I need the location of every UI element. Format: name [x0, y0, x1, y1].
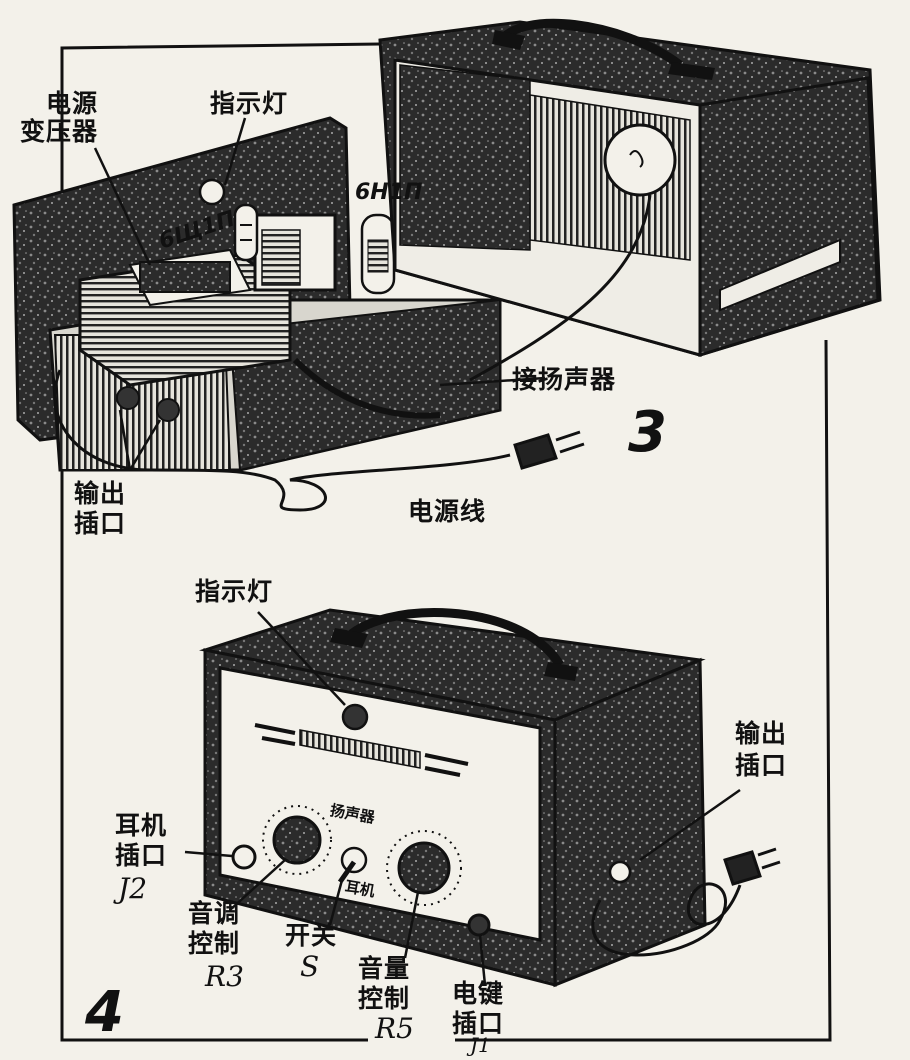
- label-key-jack-line1: 电键: [452, 979, 505, 1008]
- label-output-jack-3-line2: 插口: [74, 509, 127, 538]
- label-volume-control-line2: 控制: [358, 984, 411, 1013]
- label-power-cord: 电源线: [408, 497, 487, 526]
- label-output-jack-4-line2: 插口: [735, 751, 788, 780]
- symbol-s: S: [300, 950, 320, 983]
- tube-left: [233, 203, 259, 262]
- symbol-r3: R3: [205, 960, 244, 993]
- label-indicator-lamp-3: 指示灯: [210, 89, 289, 118]
- label-tube-right: 6Н1П: [355, 180, 423, 205]
- label-output-jack-4-line1: 输出: [735, 719, 788, 748]
- figure-3-cabinet: [378, 18, 882, 382]
- power-transformer: [78, 248, 292, 387]
- speaker-cone: [603, 123, 677, 197]
- symbol-r5: R5: [375, 1012, 414, 1045]
- label-tone-control-line1: 音调: [188, 899, 241, 928]
- output-jack-a: [116, 386, 140, 410]
- label-volume-control-line1: 音量: [358, 954, 411, 983]
- label-switch: 开关: [285, 921, 338, 950]
- figure-number-3: 3: [628, 400, 667, 465]
- side-output-jack: [608, 860, 632, 884]
- indicator-lamp-3: [198, 178, 226, 206]
- symbol-j2: J2: [118, 872, 148, 905]
- leaders-figure-4: [184, 611, 741, 986]
- label-key-jack-line2: 插口: [452, 1009, 505, 1038]
- earphone-jack: [231, 844, 257, 870]
- figure-4-cabinet: [199, 608, 781, 988]
- power-cord: [53, 369, 585, 512]
- label-to-speaker: 接扬声器: [512, 365, 617, 394]
- label-tone-control-line2: 控制: [188, 929, 241, 958]
- key-jack: [467, 913, 491, 937]
- indicator-lamp-4: [341, 703, 369, 731]
- label-output-jack-3-line1: 输出: [74, 479, 127, 508]
- symbol-j1: J1: [470, 1033, 491, 1057]
- tone-knob: [272, 815, 322, 865]
- figure-frame: [60, 42, 832, 1042]
- tube-right: [360, 213, 396, 295]
- switch-base: [340, 846, 368, 874]
- figure-number-4: 4: [85, 980, 124, 1045]
- label-power-transformer-line1: 电源: [46, 89, 99, 118]
- label-power-transformer-line2: 变压器: [20, 117, 99, 146]
- leaders-figure-3: [93, 117, 546, 471]
- figure-3-chassis: [12, 116, 585, 512]
- label-earphone-jack-line2: 插口: [115, 841, 168, 870]
- label-indicator-lamp-4: 指示灯: [195, 577, 274, 606]
- volume-knob: [397, 841, 451, 895]
- label-earphone-jack-line1: 耳机: [115, 811, 168, 840]
- output-jack-b: [156, 398, 180, 422]
